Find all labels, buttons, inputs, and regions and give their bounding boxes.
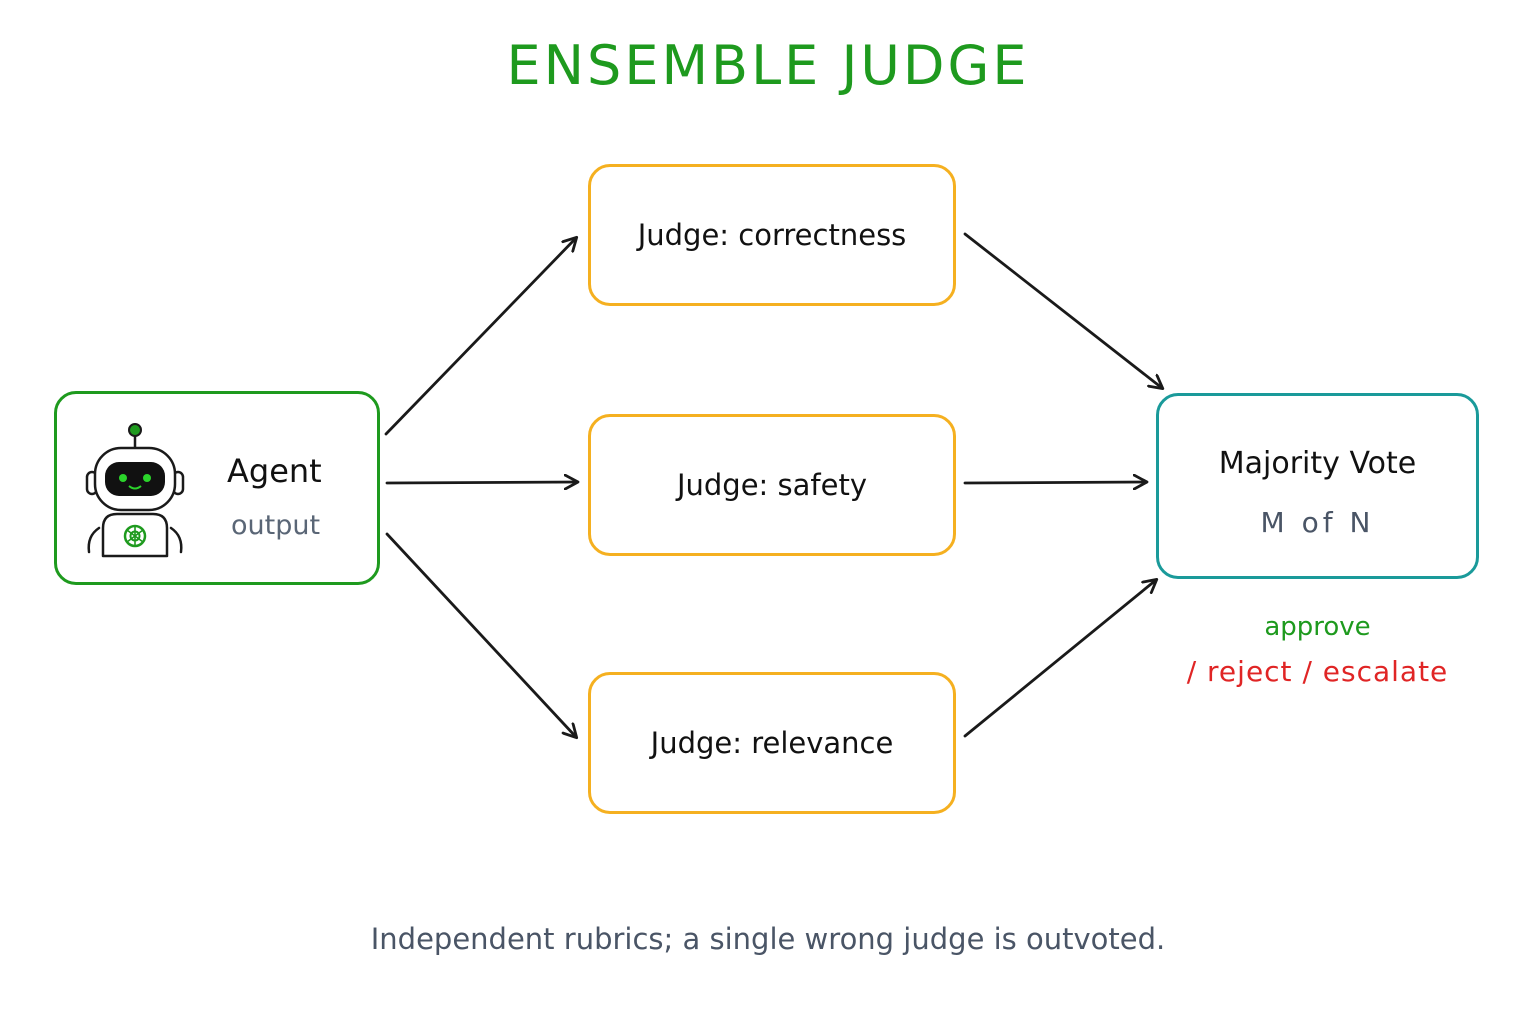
majority-vote-sublabel: M of N	[1260, 506, 1375, 539]
edge-correctness-to-vote	[963, 232, 1162, 388]
agent-node: Agent output	[54, 391, 380, 585]
diagram-title: ENSEMBLE JUDGE	[506, 34, 1030, 97]
edge-safety-to-vote	[963, 482, 1146, 483]
robot-icon	[85, 423, 185, 558]
judge-safety-node: Judge: safety	[588, 414, 956, 556]
caption: Independent rubrics; a single wrong judg…	[370, 922, 1166, 956]
judge-relevance-node: Judge: relevance	[588, 672, 956, 814]
judge-correctness-label: Judge: correctness	[637, 218, 907, 252]
edge-agent-to-correctness	[384, 238, 576, 436]
edge-relevance-to-vote	[963, 580, 1156, 738]
majority-vote-node: Majority Vote M of N	[1156, 393, 1479, 579]
judge-relevance-label: Judge: relevance	[650, 726, 894, 760]
edge-agent-to-safety	[385, 482, 577, 483]
judge-safety-label: Judge: safety	[676, 468, 868, 502]
agent-label: Agent	[227, 452, 322, 490]
judge-correctness-node: Judge: correctness	[588, 164, 956, 306]
edge-agent-to-relevance	[385, 532, 576, 737]
outcome-approve: approve	[1264, 612, 1371, 642]
majority-vote-label: Majority Vote	[1218, 446, 1417, 481]
outcome-reject-escalate: / reject / escalate	[1186, 655, 1449, 688]
agent-sublabel: output	[231, 510, 321, 541]
